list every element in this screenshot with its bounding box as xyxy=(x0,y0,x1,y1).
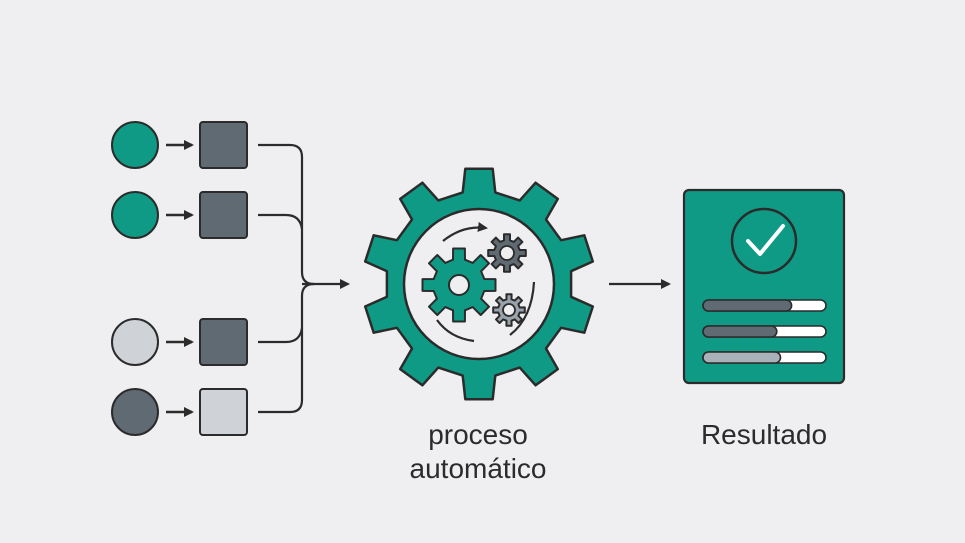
small-gear-gray-hole xyxy=(502,303,516,317)
input-row-4 xyxy=(111,388,248,436)
rotation-arc-bottom-icon xyxy=(436,319,475,343)
connector-2 xyxy=(258,213,304,230)
source-circle-1 xyxy=(111,121,159,169)
process-gear-icon xyxy=(363,167,595,401)
merge-connectors xyxy=(258,143,350,414)
input-row-3 xyxy=(111,318,248,366)
process-label: proceso automático xyxy=(368,418,588,486)
input-square-4 xyxy=(199,388,248,436)
rotation-arc-top-icon xyxy=(442,222,488,242)
input-square-1 xyxy=(199,121,248,169)
result-label: Resultado xyxy=(700,419,828,450)
input-square-3 xyxy=(199,318,248,366)
progress-fill-1 xyxy=(702,299,793,312)
small-gear-teal-hole xyxy=(448,274,470,296)
progress-bars xyxy=(702,299,827,364)
rotation-arc-right-icon xyxy=(509,281,536,336)
progress-fill-3 xyxy=(702,351,782,364)
connector-3 xyxy=(258,327,304,344)
small-gear-slate-hole xyxy=(499,245,515,261)
input-square-2 xyxy=(199,191,248,239)
input-row-2 xyxy=(111,191,248,239)
connector-1 xyxy=(258,143,315,286)
input-row-1 xyxy=(111,121,248,169)
source-circle-2 xyxy=(111,191,159,239)
result-card xyxy=(682,188,846,385)
source-circle-4 xyxy=(111,388,159,436)
source-circle-3 xyxy=(111,318,159,366)
progress-fill-2 xyxy=(702,325,778,338)
checkmark-icon xyxy=(746,224,785,256)
process-label-line1: proceso xyxy=(428,419,528,450)
checkmark-circle-icon xyxy=(730,207,798,275)
connector-4 xyxy=(258,282,315,414)
process-label-line2: automático xyxy=(409,453,547,484)
